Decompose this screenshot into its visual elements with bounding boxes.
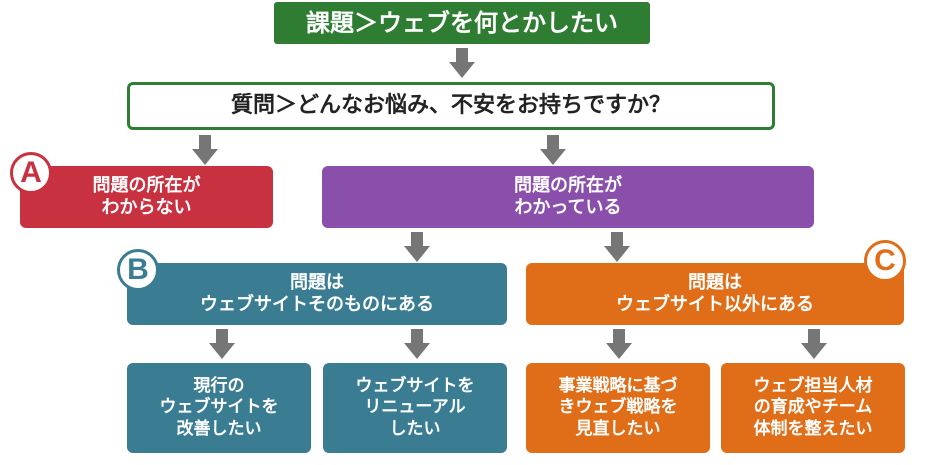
review-strategy-line2: きウェブ戦略を <box>558 397 678 418</box>
problem-website-box: 問題は ウェブサイトそのものにある <box>127 263 507 325</box>
team-building-line2: の育成やチーム <box>753 397 873 418</box>
problem-unknown-line2: わからない <box>101 197 192 218</box>
team-building-box: ウェブ担当人材 の育成やチーム 体制を整えたい <box>721 363 905 453</box>
problem-outside-line2: ウェブサイト以外にある <box>616 294 814 315</box>
renew-website-line3: したい <box>389 418 441 439</box>
team-building-line3: 体制を整えたい <box>753 418 873 439</box>
problem-website-line1: 問題は <box>290 271 344 293</box>
question-box: 質問＞どんなお悩み、不安をお持ちですか？ <box>127 82 775 130</box>
arrow-down-icon <box>801 329 827 359</box>
problem-known-line1: 問題の所在が <box>514 174 622 196</box>
problem-outside-box: 問題は ウェブサイト以外にある <box>526 263 904 325</box>
problem-outside-line1: 問題は <box>688 271 742 293</box>
improve-website-box: 現行の ウェブサイトを 改善したい <box>127 363 311 453</box>
question-text: 質問＞どんなお悩み、不安をお持ちですか？ <box>230 93 671 119</box>
arrow-down-icon <box>540 135 566 165</box>
problem-website-line2: ウェブサイトそのものにある <box>200 294 434 315</box>
review-strategy-line1: 事業戦略に基づ <box>558 376 678 397</box>
badge-a-label: A <box>20 156 42 189</box>
improve-website-line1: 現行の <box>193 376 245 397</box>
renew-website-line1: ウェブサイトを <box>355 376 475 397</box>
issue-title-box: 課題＞ウェブを何とかしたい <box>274 2 650 44</box>
arrow-down-icon <box>404 329 430 359</box>
problem-unknown-line1: 問題の所在が <box>92 174 201 196</box>
badge-b: B <box>117 249 159 291</box>
arrow-down-icon <box>404 232 430 262</box>
issue-title-text: 課題＞ウェブを何とかしたい <box>306 9 618 37</box>
improve-website-line3: 改善したい <box>176 418 262 439</box>
renew-website-line2: リニューアル <box>364 397 466 418</box>
problem-unknown-box: 問題の所在が わからない <box>20 166 273 228</box>
badge-c: C <box>864 240 906 282</box>
badge-a: A <box>10 152 52 194</box>
badge-b-label: B <box>127 253 149 286</box>
arrow-down-icon <box>604 232 630 262</box>
arrow-down-icon <box>449 48 475 78</box>
badge-c-label: C <box>874 244 896 277</box>
problem-known-line2: わかっている <box>514 197 622 218</box>
improve-website-line2: ウェブサイトを <box>159 397 279 418</box>
problem-known-box: 問題の所在が わかっている <box>322 166 814 228</box>
renew-website-box: ウェブサイトを リニューアル したい <box>323 363 507 453</box>
team-building-line1: ウェブ担当人材 <box>753 376 873 397</box>
arrow-down-icon <box>606 329 632 359</box>
arrow-down-icon <box>192 135 218 165</box>
review-strategy-line3: 見直したい <box>575 418 661 439</box>
review-strategy-box: 事業戦略に基づ きウェブ戦略を 見直したい <box>526 363 710 453</box>
arrow-down-icon <box>209 329 235 359</box>
